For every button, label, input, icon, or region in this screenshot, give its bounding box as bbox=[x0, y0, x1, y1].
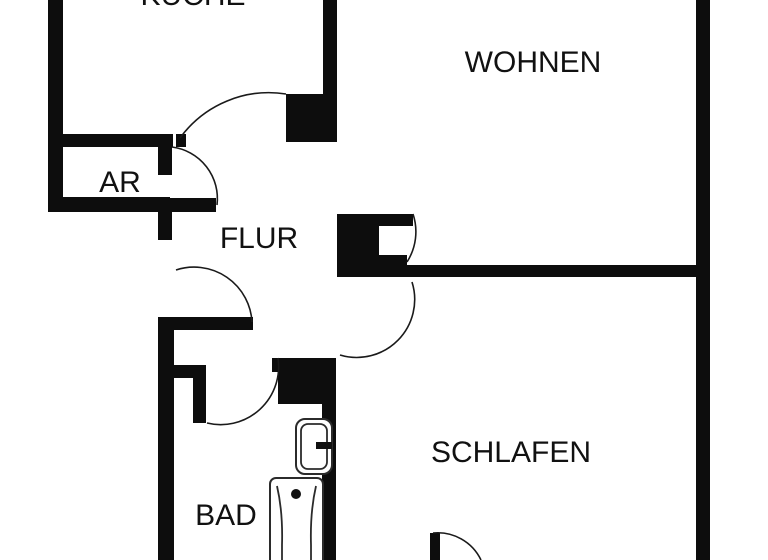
door-swing-wohnen bbox=[406, 213, 417, 263]
wall-wohnen-schlafen-divider bbox=[337, 265, 697, 277]
wall-corridor-lower-left bbox=[158, 317, 253, 330]
room-label-flur: FLUR bbox=[220, 222, 298, 255]
door-arc-schlafen-bottom bbox=[432, 531, 482, 560]
bathtub-fixture bbox=[269, 477, 324, 560]
door-group bbox=[171, 91, 482, 560]
wall-bath-partition-drop bbox=[193, 365, 206, 423]
wall-kitchen-door-jamb bbox=[286, 94, 324, 142]
door-swing-schlafen-bottom bbox=[430, 531, 482, 560]
wall-ar-door-threshold bbox=[158, 198, 216, 212]
door-arc-schlafen bbox=[339, 281, 416, 359]
bathtub-outline bbox=[269, 477, 324, 560]
room-label-wohnen: WOHNEN bbox=[465, 46, 602, 79]
room-label-group: KÜCHE WOHNEN AR FLUR SCHLAFEN BAD bbox=[99, 0, 601, 532]
wall-corridor-east-sill bbox=[337, 255, 407, 268]
wall-ar-bottom bbox=[48, 197, 170, 212]
door-arc-wohnen bbox=[406, 213, 417, 263]
bathtub-inner-contour bbox=[276, 485, 317, 560]
door-arc-kitchen bbox=[179, 91, 287, 139]
room-label-ar: AR bbox=[99, 166, 141, 199]
bathtub-drain bbox=[291, 489, 301, 499]
wall-bath-left-exterior bbox=[158, 330, 174, 560]
sink-faucet bbox=[316, 442, 332, 449]
wall-ar-right-upper-stub bbox=[158, 147, 172, 175]
room-label-bad: BAD bbox=[195, 499, 257, 532]
door-swing-bad bbox=[206, 357, 280, 426]
wall-exterior-left-upper bbox=[48, 0, 63, 212]
wall-exterior-right bbox=[696, 0, 710, 560]
room-label-schlafen: SCHLAFEN bbox=[431, 436, 591, 469]
wall-kitchen-bottom-stub bbox=[63, 134, 173, 147]
door-arc-bad bbox=[206, 357, 280, 426]
wall-kitchen-right bbox=[323, 0, 337, 142]
door-swing-flur-lower bbox=[175, 266, 253, 323]
room-label-kueche: KÜCHE bbox=[140, 0, 245, 12]
door-swing-ar bbox=[171, 146, 219, 206]
wall-wohnen-door-head bbox=[337, 214, 413, 226]
door-arc-ar bbox=[171, 146, 219, 206]
fixture-group bbox=[269, 418, 333, 560]
door-swing-schlafen bbox=[339, 281, 416, 359]
door-leaf-kitchen bbox=[176, 134, 186, 147]
wall-group-outer bbox=[48, 0, 710, 560]
door-swing-kitchen bbox=[176, 91, 287, 147]
door-arc-flur-lower bbox=[175, 266, 253, 323]
door-leaf-schlafen-bottom bbox=[430, 533, 440, 560]
sink-fixture bbox=[295, 418, 333, 475]
